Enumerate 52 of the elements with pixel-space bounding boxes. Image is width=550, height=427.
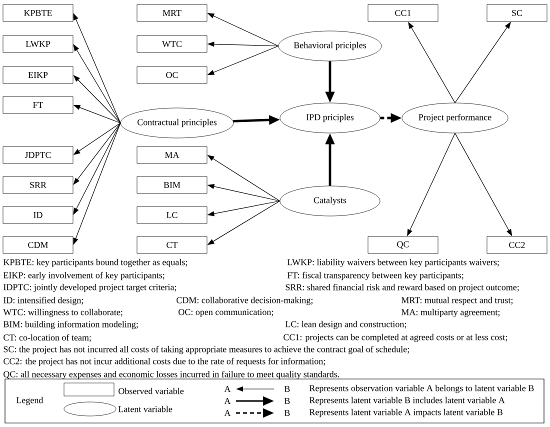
definition-text: OC: open communication; <box>178 309 273 317</box>
definition-text: ID: intensified design; <box>4 296 83 306</box>
variable-letter: B <box>284 398 290 404</box>
observed-variable-box: LWKP <box>2 35 74 53</box>
observed-variable-box: ID <box>2 206 74 224</box>
observed-variable-box: QC <box>368 236 438 254</box>
definition-text: CC1: projects can be completed at agreed costs or at less cost; <box>284 334 507 342</box>
observed-variable-box: FT <box>2 96 74 114</box>
definition-text: CDM: collaborative decision-making; <box>176 296 312 306</box>
variable-letter: A <box>224 398 231 404</box>
definition-text: CC2: the project has not incur additional costs due to the rate of requests for information; <box>4 358 325 366</box>
legend-text: Represents observation variable A belongs to latent variable B <box>309 384 534 394</box>
definition-text: BIM: building information modeling; <box>3 320 138 330</box>
observed-variable-box: CC2 <box>486 236 548 254</box>
definition-text: CT: co-location of team; <box>4 334 91 342</box>
legend-heading: Legend <box>16 396 44 406</box>
observed-variable-box: LC <box>136 206 208 224</box>
legend-text: Represents latent variable A impacts latent variable B <box>309 408 502 418</box>
observed-variable-box: OC <box>136 66 208 84</box>
observed-variable-box: MRT <box>136 4 208 22</box>
observed-variable-box: CDM <box>2 236 74 254</box>
observed-variable-box: SC <box>486 4 548 22</box>
definition-text: EIKP: early involvement of key participants; <box>3 272 164 280</box>
observed-variable-box: WTC <box>136 35 208 53</box>
observed-variable-box: CT <box>136 236 208 254</box>
definition-text: MRT: mutual respect and trust; <box>401 296 512 306</box>
definition-text: QC: all necessary expenses and economic losses incurred in failure to meet quality standards. <box>4 370 340 380</box>
observed-variable-box: SRR <box>2 176 74 194</box>
definition-text: IDPTC: jointly developed project target criteria; <box>4 284 176 292</box>
observed-variable-box: KPBTE <box>2 4 74 22</box>
observed-variable-box: CC1 <box>368 4 438 22</box>
variable-letter: B <box>284 386 290 392</box>
legend-text: Latent variable <box>118 406 172 412</box>
observed-variable-box: EIKP <box>2 66 74 84</box>
arrow <box>73 122 121 185</box>
observed-variable-box: BIM <box>136 176 208 194</box>
definition-text: MA: multiparty agreement; <box>401 308 500 318</box>
variable-letter: A <box>224 386 231 392</box>
legend-text: Observed variable <box>118 388 184 394</box>
definition-text: LWKP: liability waivers between key participants waivers; <box>287 258 499 268</box>
observed-variable-box: MA <box>136 146 208 164</box>
legend-text: Represents latent variable B includes latent variable A <box>309 396 505 406</box>
definition-text: SRR: shared financial risk and reward based on project outcome; <box>286 284 519 292</box>
definition-text: WTC: willingness to collaborate; <box>3 308 122 318</box>
definition-text: KPBTE: key participants bound together as equals; <box>3 258 187 268</box>
observed-variable-box: JDPTC <box>2 146 74 164</box>
definition-text: SC: the project has not incurred all costs of taking appropriate measures to achieve the contract goal of schedule; <box>4 346 409 354</box>
variable-letter: A <box>224 410 231 416</box>
definition-text: LC: lean design and construction; <box>285 320 406 330</box>
definition-text: FT: fiscal transparency between key participants; <box>287 272 464 280</box>
arrow <box>73 44 121 124</box>
variable-letter: B <box>284 410 290 416</box>
